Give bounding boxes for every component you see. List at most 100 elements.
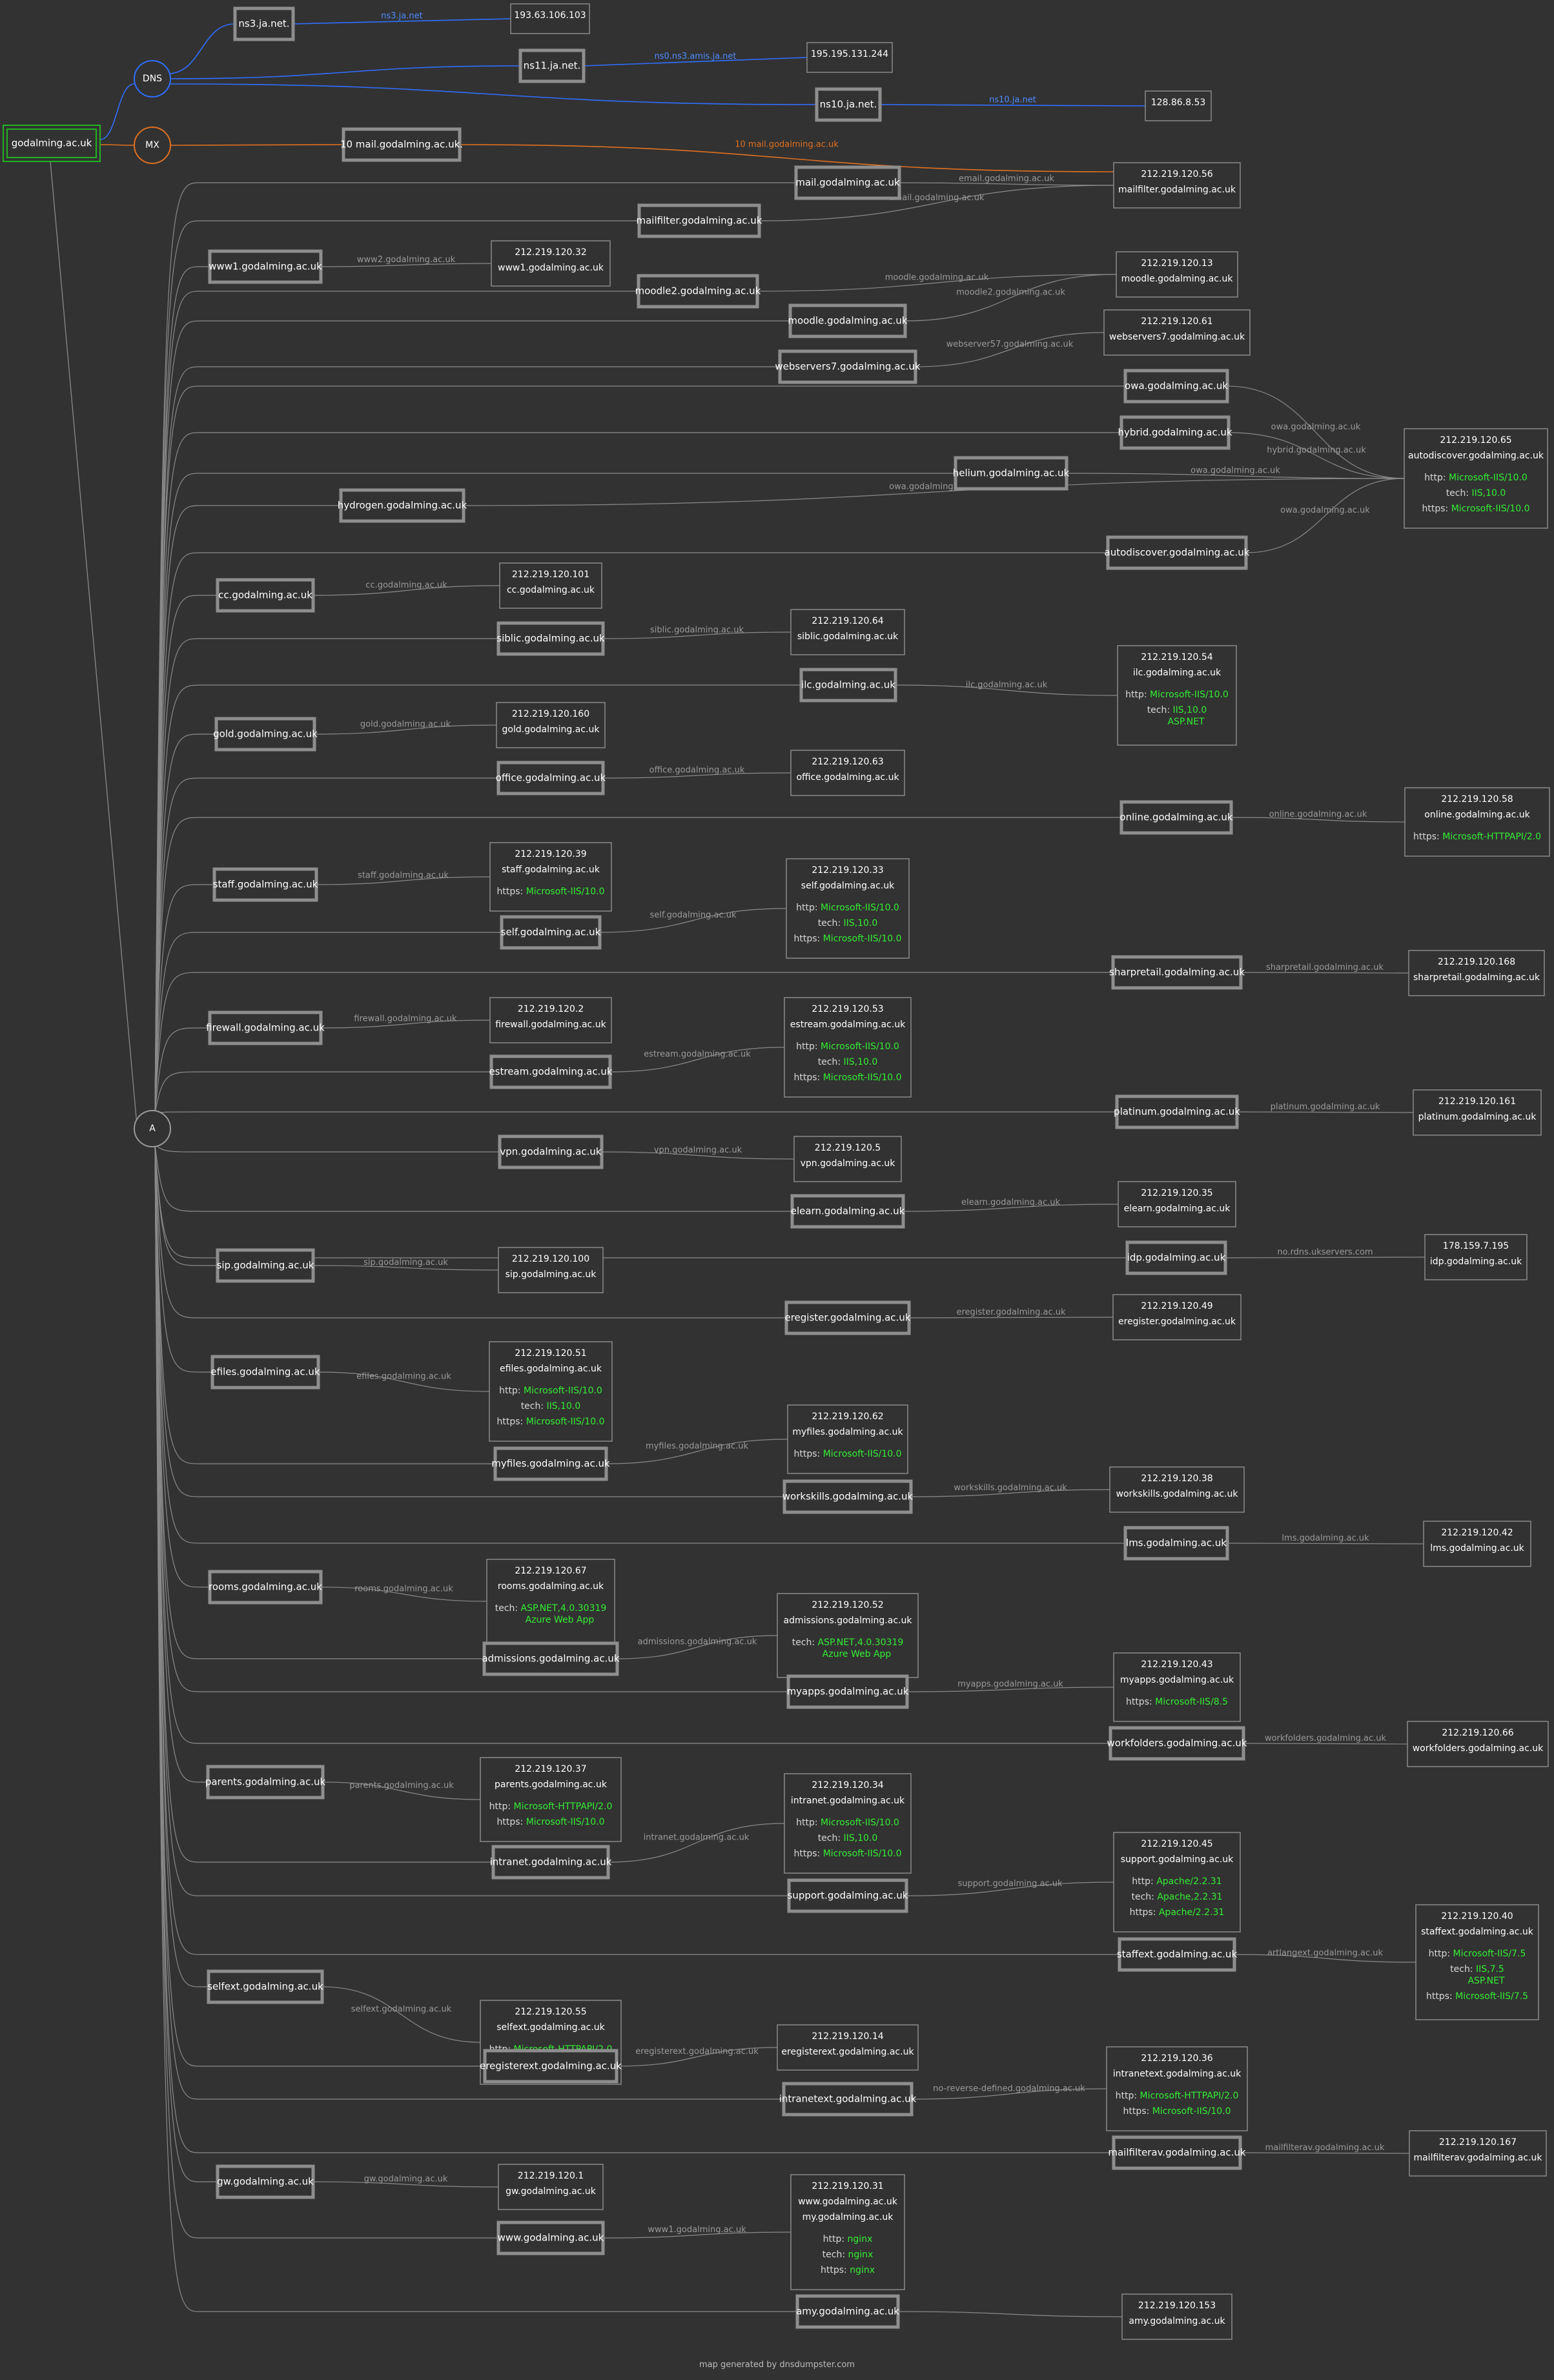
host-box-frame	[518, 48, 586, 83]
mx-host-box[interactable]: 10 mail.godalming.ac.uk.	[340, 127, 463, 162]
mx-target-edge	[459, 144, 1114, 172]
host-sharpretail[interactable]: sharpretail.godalming.ac.uk	[1109, 955, 1245, 990]
host-efiles[interactable]: efiles.godalming.ac.uk	[210, 1355, 320, 1390]
ip-address: 212.219.120.168	[1438, 957, 1515, 967]
host-ip-edge-label: www2.godalming.ac.uk	[357, 255, 456, 265]
host-cc[interactable]: cc.godalming.ac.uk	[216, 578, 315, 613]
host-admissions[interactable]: admissions.godalming.ac.uk	[482, 1641, 620, 1676]
host-label: cc.godalming.ac.uk	[218, 590, 312, 601]
reverse-hostname: myapps.godalming.ac.uk	[1120, 1675, 1234, 1685]
ip-address: 212.219.120.43	[1141, 1659, 1212, 1670]
ip-box-www: 212.219.120.31www.godalming.ac.ukmy.goda…	[790, 2174, 905, 2290]
host-siblic[interactable]: siblic.godalming.ac.uk	[496, 621, 605, 656]
tech-key: http:	[1424, 473, 1449, 483]
host-mailfilter[interactable]: mailfilter.godalming.ac.uk	[637, 203, 762, 238]
ip-box-frame	[498, 2164, 604, 2210]
mx-hub[interactable]: MX	[134, 127, 171, 164]
host-estream[interactable]: estream.godalming.ac.uk	[489, 1054, 613, 1089]
host-firewall[interactable]: firewall.godalming.ac.uk	[206, 1010, 325, 1045]
tech-key: tech:	[1450, 1964, 1476, 1975]
reverse-hostname: idp.godalming.ac.uk	[1430, 1257, 1522, 1267]
host-myfiles[interactable]: myfiles.godalming.ac.uk	[491, 1446, 610, 1481]
host-gold[interactable]: gold.godalming.ac.uk	[213, 717, 318, 752]
tech-value: nginx	[848, 2234, 873, 2244]
tech-value: Apache,2.2.31	[1157, 1892, 1222, 1902]
dns-host-ns10-ja-net[interactable]: ns10.ja.net.	[815, 87, 882, 122]
dns-host-ns11-ja-net[interactable]: ns11.ja.net.	[518, 48, 586, 83]
host-vpn[interactable]: vpn.godalming.ac.uk	[498, 1134, 604, 1169]
host-intranet[interactable]: intranet.godalming.ac.uk	[490, 1845, 612, 1880]
dns-hub[interactable]: DNS	[134, 60, 171, 97]
host-label: platinum.godalming.ac.uk	[1114, 1106, 1240, 1118]
host-box-frame	[496, 621, 605, 656]
ip-address: 212.219.120.36	[1141, 2053, 1212, 2064]
host-intranetext[interactable]: intranetext.godalming.ac.uk	[779, 2082, 917, 2117]
ip-box-frame	[1424, 1234, 1528, 1280]
host-owa[interactable]: owa.godalming.ac.uk	[1123, 369, 1229, 404]
host-office[interactable]: office.godalming.ac.uk	[496, 761, 606, 795]
host-support[interactable]: support.godalming.ac.uk	[787, 1878, 908, 1913]
tech-key: https:	[794, 1072, 823, 1083]
tech-value: Apache/2.2.31	[1159, 1907, 1224, 1918]
host-hydrogen[interactable]: hydrogen.godalming.ac.uk	[338, 488, 467, 523]
host-moodle[interactable]: moodle.godalming.ac.uk	[788, 303, 908, 338]
ip-address: 212.219.120.153	[1138, 2301, 1216, 2311]
host-mailfilterav[interactable]: mailfilterav.godalming.ac.uk	[1108, 2135, 1246, 2170]
ip-address: 212.219.120.67	[515, 1566, 586, 1576]
tech-row: http: Microsoft-IIS/10.0	[499, 1386, 602, 1396]
host-gw[interactable]: gw.godalming.ac.uk	[216, 2164, 315, 2199]
host-sip[interactable]: sip.godalming.ac.uk	[216, 1248, 315, 1283]
host-www1[interactable]: www1.godalming.ac.uk	[208, 249, 323, 284]
host-eregisterext[interactable]: eregisterext.godalming.ac.uk	[480, 2049, 622, 2084]
tech-value: IIS,10.0	[1173, 705, 1207, 715]
reverse-hostname: cc.godalming.ac.uk	[507, 585, 595, 595]
host-parents[interactable]: parents.godalming.ac.uk	[205, 1765, 326, 1800]
host-myapps[interactable]: myapps.godalming.ac.uk	[786, 1674, 909, 1709]
host-box-frame	[790, 1194, 905, 1229]
ip-address: 212.219.120.45	[1141, 1839, 1212, 1849]
host-self[interactable]: self.godalming.ac.uk	[500, 915, 602, 950]
host-online[interactable]: online.godalming.ac.uk	[1119, 800, 1233, 835]
host-mail[interactable]: mail.godalming.ac.uk	[794, 165, 901, 200]
ip-address: 193.63.106.103	[514, 10, 586, 21]
dns-host-ns3-ja-net[interactable]: ns3.ja.net.	[233, 6, 295, 41]
host-hybrid[interactable]: hybrid.godalming.ac.uk	[1118, 415, 1232, 450]
host-ip-edge	[906, 1687, 1114, 1692]
host-autodiscover[interactable]: autodiscover.godalming.ac.uk	[1105, 535, 1250, 570]
host-workskills[interactable]: workskills.godalming.ac.uk	[782, 1479, 914, 1514]
root-domain-box[interactable]: godalming.ac.uk	[3, 125, 101, 162]
host-ilc[interactable]: ilc.godalming.ac.uk	[799, 668, 897, 703]
ip-address: 195.195.131.244	[811, 49, 888, 59]
host-box-frame	[782, 1479, 913, 1514]
reverse-hostname: self.godalming.ac.uk	[801, 881, 895, 891]
tech-value: ASP.NET,4.0.30319	[521, 1603, 607, 1614]
host-eregister[interactable]: eregister.godalming.ac.uk	[784, 1300, 911, 1335]
host-rooms[interactable]: rooms.godalming.ac.uk	[208, 1570, 323, 1605]
host-ip-edge	[463, 478, 1405, 506]
host-ip-edge	[905, 274, 1117, 322]
host-staffext[interactable]: staffext.godalming.ac.uk	[1117, 1937, 1238, 1972]
host-idp[interactable]: idp.godalming.ac.uk	[1125, 1240, 1227, 1275]
host-webservers7[interactable]: webservers7.godalming.ac.uk	[775, 349, 921, 384]
reverse-hostname: moodle.godalming.ac.uk	[1121, 274, 1234, 284]
host-box-frame	[1115, 1094, 1239, 1129]
host-selfext[interactable]: selfext.godalming.ac.uk	[207, 1969, 324, 2004]
host-www[interactable]: www.godalming.ac.uk	[496, 2221, 605, 2255]
a-hub[interactable]: A	[134, 1110, 171, 1147]
host-elearn[interactable]: elearn.godalming.ac.uk	[790, 1194, 905, 1229]
host-ip-edge	[602, 631, 792, 639]
host-workfolders[interactable]: workfolders.godalming.ac.uk	[1107, 1726, 1247, 1761]
host-lms[interactable]: lms.godalming.ac.uk	[1123, 1526, 1229, 1561]
host-staff[interactable]: staff.godalming.ac.uk	[212, 867, 318, 902]
host-label: sharpretail.godalming.ac.uk	[1109, 967, 1245, 978]
host-amy[interactable]: amy.godalming.ac.uk	[795, 2294, 900, 2329]
host-platinum[interactable]: platinum.godalming.ac.uk	[1114, 1094, 1240, 1129]
host-helium[interactable]: helium.godalming.ac.uk	[953, 456, 1070, 491]
tech-row: http: Microsoft-IIS/10.0	[1125, 690, 1229, 700]
ip-box-frame	[489, 842, 612, 912]
host-moodle2[interactable]: moodle2.godalming.ac.uk	[635, 274, 761, 309]
host-label: webservers7.godalming.ac.uk	[775, 361, 920, 373]
host-box-frame	[207, 1969, 324, 2004]
host-ip-edge	[757, 274, 1117, 292]
